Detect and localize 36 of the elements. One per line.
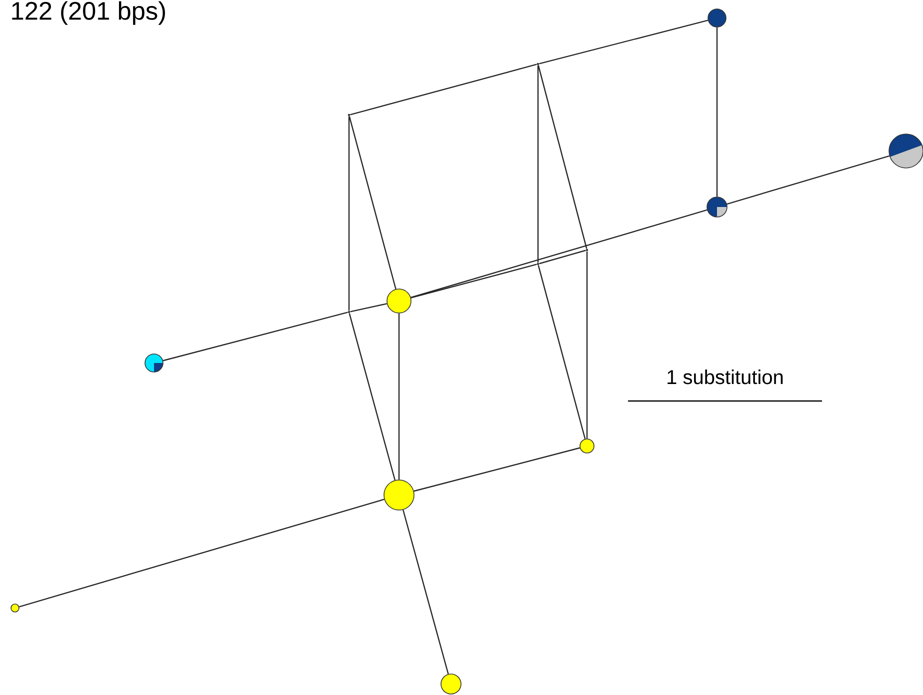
network-line (586, 251, 588, 439)
haplotype-circle (384, 480, 414, 510)
network-line (162, 312, 348, 362)
scale-label: 1 substitution (668, 370, 783, 384)
network-line (350, 303, 388, 312)
network-line (539, 250, 586, 264)
haplotype-circle (888, 134, 923, 168)
network-line (19, 498, 384, 608)
network-line (716, 27, 718, 197)
median-vertex (348, 310, 350, 314)
network-line (410, 209, 708, 298)
haplotype-circle (580, 438, 594, 454)
network-line (348, 313, 396, 480)
title: 122 (201 bps) (12, 1, 165, 25)
median-vertex (536, 262, 540, 266)
haplotype-circle (144, 354, 164, 372)
network-line (398, 313, 400, 480)
network-line (537, 65, 539, 263)
median-vertex (586, 248, 588, 252)
haplotype-circle (440, 674, 462, 694)
median-vertex (536, 62, 540, 66)
network-line (414, 447, 580, 492)
network-line (538, 65, 588, 249)
network-line (348, 116, 396, 290)
network-line (410, 264, 537, 298)
network-line (726, 155, 890, 205)
network-line (348, 116, 350, 311)
haplotype-circle (708, 8, 726, 28)
network-line (538, 265, 586, 440)
haplotype-circle (10, 604, 20, 612)
median-vertex (348, 114, 350, 116)
network-line (539, 20, 708, 64)
haplotype-circle (706, 196, 728, 218)
network-line (350, 64, 537, 116)
haplotype-circle (386, 288, 412, 314)
network-line (402, 510, 449, 674)
